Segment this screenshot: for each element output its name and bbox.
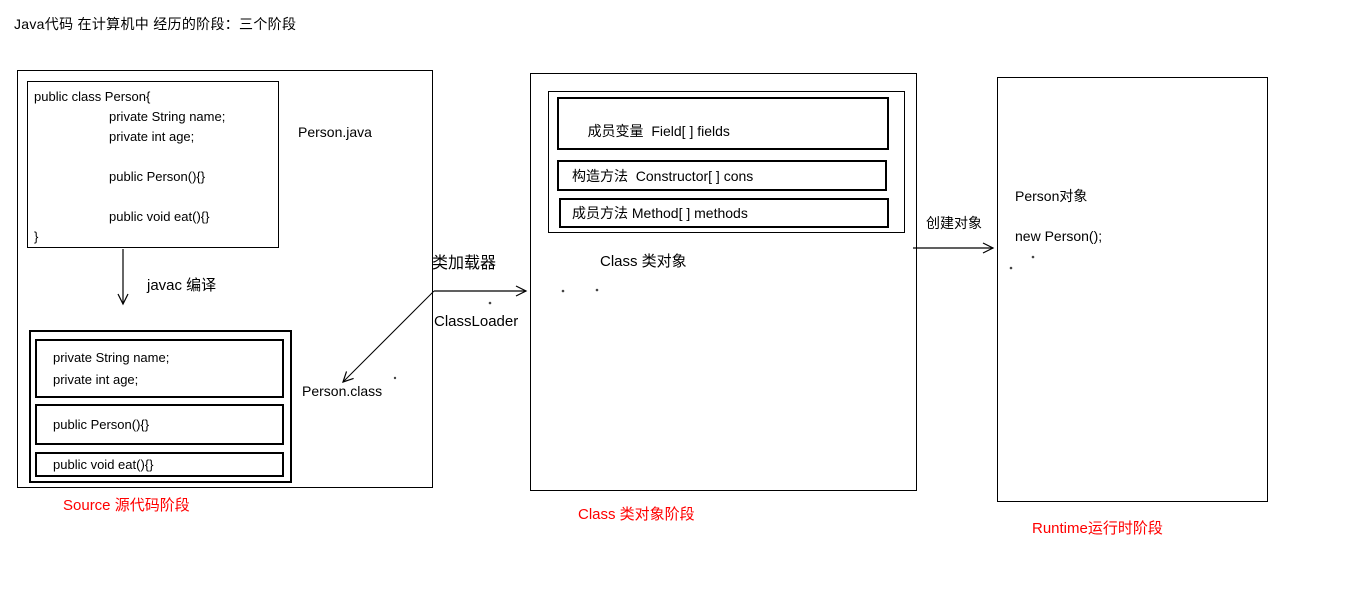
member-constructor-box: 构造方法 Constructor[ ] cons [557,160,887,191]
code-line [34,147,278,167]
bytecode-method-line: public void eat(){} [53,457,154,472]
class-object-title: Class 类对象 [600,253,687,270]
create-object-label: 创建对象 [926,215,982,231]
bytecode-constructor-box: public Person(){} [35,404,284,445]
person-object-label: Person对象 [1015,188,1088,204]
classloader-cn-label: 类加载器 [432,255,497,272]
bytecode-fields-box: private String name; private int age; [35,339,284,398]
bytecode-method-box: public void eat(){} [35,452,284,477]
classloader-en-label: ClassLoader [434,313,519,330]
class-members-container-box [548,91,905,233]
code-line: private int age; [109,129,195,144]
code-line [34,187,278,207]
code-line: } [34,229,39,244]
source-stage-title: Source 源代码阶段 [63,497,190,514]
member-methods-box: 成员方法 Method[ ] methods [559,198,889,228]
source-code-box: public class Person{ private String name… [27,81,279,248]
bytecode-field-line: private int age; [53,372,139,387]
class-stage-box [530,73,917,491]
code-line: public void eat(){} [109,209,210,224]
runtime-stage-title: Runtime运行时阶段 [1032,520,1163,537]
code-line: public Person(){} [109,169,206,184]
runtime-stage-box [997,77,1268,502]
bytecode-field-line: private String name; [53,350,170,365]
bytecode-group-box [29,330,292,483]
member-fields-box: 成员变量 Field[ ] fields [557,97,889,150]
code-line: public class Person{ [34,89,151,104]
new-person-statement: new Person(); [1015,228,1103,244]
diagram-title: Java代码 在计算机中 经历的阶段：三个阶段 [14,16,297,32]
javac-compile-label: javac 编译 [147,277,217,294]
member-constructor-label: 构造方法 Constructor[ ] cons [572,167,754,184]
person-java-label: Person.java [298,124,372,140]
person-class-label: Person.class [302,383,383,399]
source-stage-box [17,70,433,488]
code-line: private String name; [109,109,226,124]
bytecode-constructor-line: public Person(){} [53,417,150,432]
stray-dot [488,301,492,305]
member-fields-label: 成员变量 Field[ ] fields [587,123,730,139]
class-stage-title: Class 类对象阶段 [578,506,695,523]
member-methods-label: 成员方法 Method[ ] methods [572,205,748,221]
